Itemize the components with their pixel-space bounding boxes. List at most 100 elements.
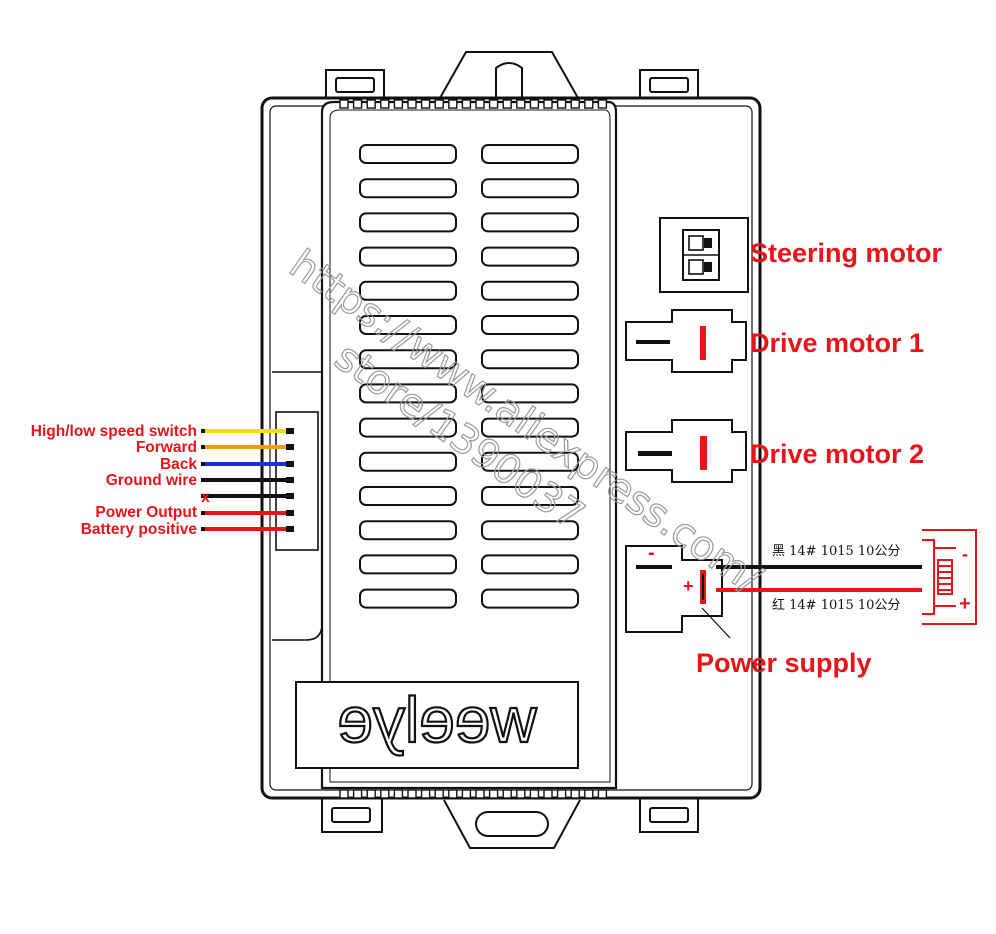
- edge-tooth: [434, 99, 444, 109]
- edge-tooth: [448, 789, 458, 799]
- port-minus-sign: -: [648, 542, 655, 564]
- label-battery-positive: Battery positive: [81, 521, 198, 538]
- vent-slot: [359, 246, 457, 267]
- edge-tooth: [366, 789, 376, 799]
- vent-slot: [481, 486, 579, 506]
- vent-slot: [359, 280, 457, 301]
- connector-pin: [286, 444, 294, 450]
- edge-tooth: [475, 789, 485, 799]
- label-power-output: Power Output: [95, 504, 197, 521]
- edge-tooth: [543, 99, 553, 109]
- vent-slot: [359, 554, 457, 575]
- brand-plate: weelye: [295, 681, 579, 769]
- vent-slot: [481, 383, 579, 404]
- edge-tooth: [529, 789, 540, 799]
- wire-end: [201, 478, 205, 482]
- black-cable-spec: 黑 14# 1015 10公分: [772, 544, 900, 559]
- wire-end: [201, 445, 205, 449]
- battery-plug: - +: [922, 529, 977, 625]
- edge-teeth: [339, 99, 608, 799]
- label-drive-motor-2: Drive motor 2: [750, 439, 924, 469]
- label-power-supply: Power supply: [696, 648, 872, 678]
- wire-end: [201, 494, 205, 498]
- wire-end: [201, 429, 205, 433]
- edge-tooth: [380, 789, 390, 799]
- vent-slot: [481, 246, 579, 267]
- label-forward: Forward: [136, 439, 197, 456]
- vent-slot: [481, 349, 579, 370]
- vent-slot: [359, 349, 457, 370]
- edge-tooth: [434, 789, 444, 799]
- signal-wire-bundle: [201, 428, 294, 532]
- vent-slot: [481, 554, 579, 575]
- bottom-mount-tabs: [321, 796, 699, 849]
- edge-tooth: [339, 789, 349, 799]
- vent-slot: [481, 451, 579, 472]
- edge-tooth: [597, 99, 608, 109]
- edge-tooth: [516, 99, 526, 109]
- power-supply-port: - +: [625, 542, 731, 639]
- plug-plus-sign: +: [959, 593, 971, 615]
- wire-end: [201, 527, 205, 531]
- label-steering-motor: Steering motor: [750, 238, 943, 268]
- vent-slot: [359, 451, 457, 472]
- edge-tooth: [556, 99, 567, 109]
- edge-tooth: [461, 789, 472, 799]
- port-plus-sign: +: [683, 576, 694, 596]
- vent-slot: [359, 144, 457, 164]
- edge-tooth: [529, 99, 540, 109]
- connector-pin: [286, 526, 294, 532]
- label-ground-wire: Ground wire: [106, 472, 198, 489]
- vent-slot: [481, 417, 579, 438]
- vent-slot: [359, 417, 457, 438]
- edge-tooth: [502, 789, 512, 799]
- connector-pin: [286, 428, 294, 434]
- vent-slot: [481, 212, 579, 233]
- steering-motor-port: [659, 217, 749, 293]
- vent-slot: [359, 588, 457, 609]
- edge-tooth: [488, 99, 499, 109]
- vent-slot: [359, 486, 457, 506]
- label-drive-motor-1: Drive motor 1: [750, 328, 924, 358]
- edge-tooth: [556, 789, 567, 799]
- edge-tooth: [570, 789, 580, 799]
- label-high-low-speed-switch: High/low speed switch: [31, 423, 197, 440]
- edge-tooth: [420, 99, 431, 109]
- edge-tooth: [502, 99, 512, 109]
- drive-motor-2-port: [625, 419, 747, 483]
- edge-tooth: [420, 789, 431, 799]
- vent-slot: [359, 315, 457, 335]
- edge-tooth: [584, 99, 594, 109]
- unused-pin-mark: x: [201, 489, 210, 506]
- edge-tooth: [448, 99, 458, 109]
- edge-tooth: [380, 99, 390, 109]
- vent-slot: [481, 588, 579, 609]
- wire-label-group: High/low speed switch Forward Back Groun…: [31, 423, 210, 538]
- vent-slot: [481, 144, 579, 164]
- edge-tooth: [516, 789, 526, 799]
- vent-slot: [359, 383, 457, 404]
- red-cable-spec: 红 14# 1015 10公分: [772, 597, 900, 613]
- vent-slot: [359, 520, 457, 541]
- vent-slots: [359, 144, 579, 609]
- edge-tooth: [584, 789, 594, 799]
- edge-tooth: [475, 99, 485, 109]
- edge-tooth: [393, 789, 404, 799]
- vent-slot: [481, 280, 579, 301]
- vent-slot: [481, 315, 579, 335]
- connector-pin: [286, 510, 294, 516]
- brand-logo: weelye: [337, 684, 537, 756]
- edge-tooth: [597, 789, 608, 799]
- edge-tooth: [488, 789, 499, 799]
- top-mount-tabs: [325, 51, 699, 100]
- drive-motor-1-port: [625, 309, 747, 373]
- controller-housing: [260, 96, 762, 800]
- vent-slot: [481, 520, 579, 541]
- power-cables: 黑 14# 1015 10公分 红 14# 1015 10公分: [716, 544, 922, 613]
- edge-tooth: [352, 789, 363, 799]
- edge-tooth: [461, 99, 472, 109]
- edge-tooth: [407, 789, 417, 799]
- edge-tooth: [543, 789, 553, 799]
- vent-slot: [481, 178, 579, 199]
